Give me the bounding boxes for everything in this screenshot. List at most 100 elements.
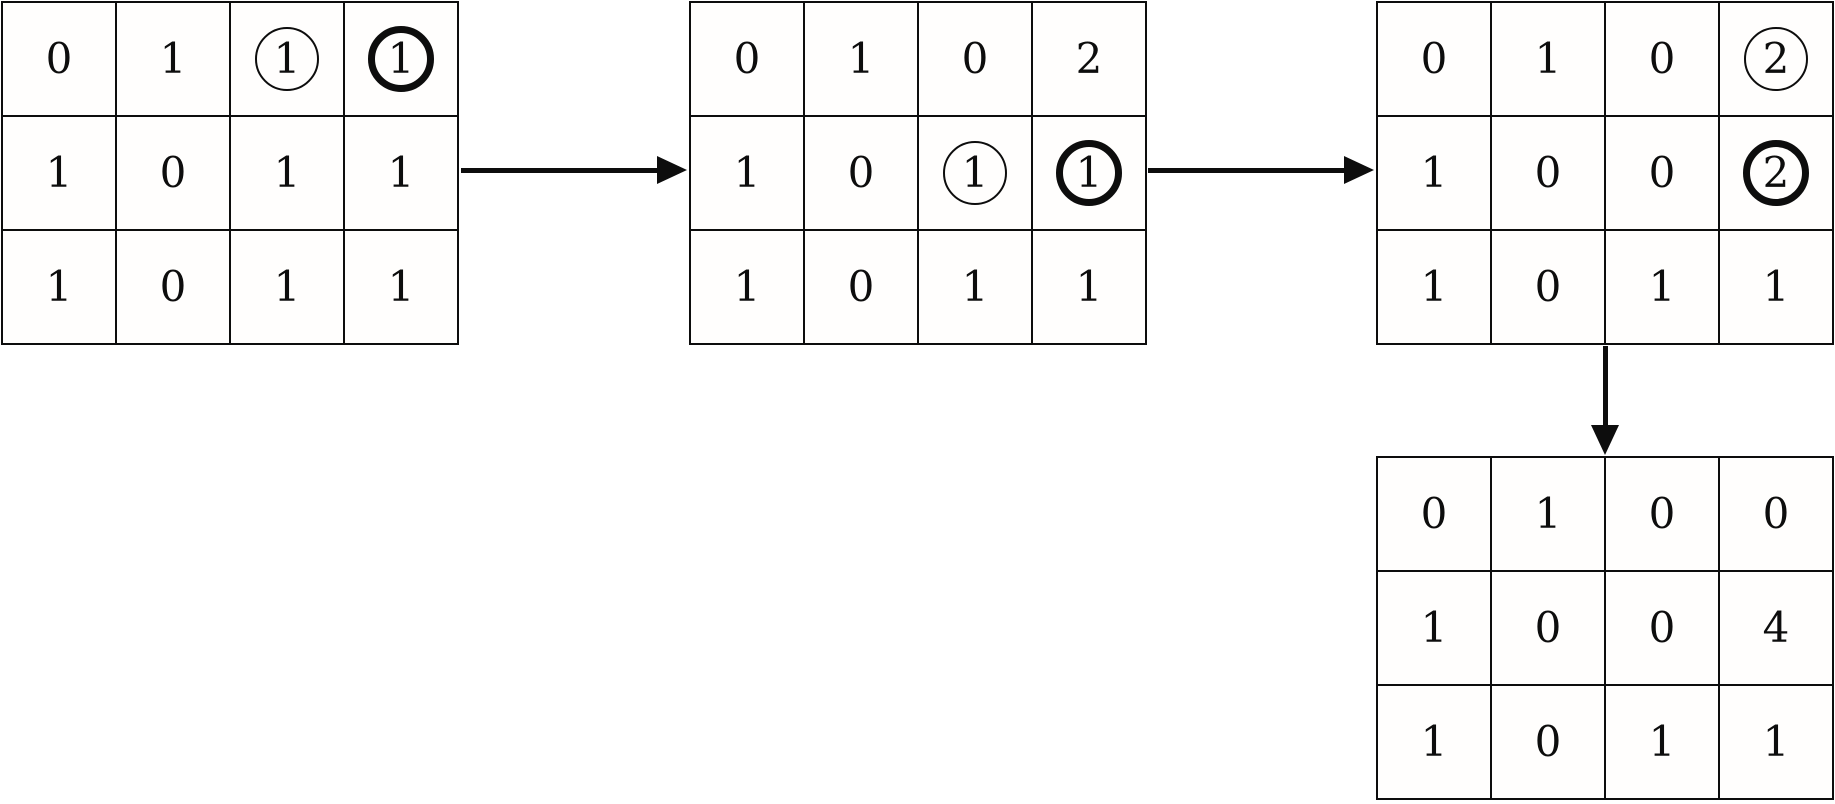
cell-value: 0	[1420, 489, 1448, 538]
cell-value: 1	[1762, 262, 1790, 311]
grid-cell: 2	[1032, 2, 1146, 116]
grid-cell: 1	[1605, 230, 1719, 344]
cell-value: 1	[1762, 717, 1790, 766]
grid-cell: 1	[230, 2, 344, 116]
grid-cell: 1	[116, 2, 230, 116]
arrow-shaft	[1148, 167, 1344, 173]
grid-cell: 1	[1377, 571, 1491, 685]
grid-cell: 0	[804, 116, 918, 230]
cell-value-bold-circle-marker: 2	[1743, 140, 1809, 206]
grid-cell: 0	[116, 116, 230, 230]
cell-value: 0	[1534, 148, 1562, 197]
grid-cell: 1	[2, 116, 116, 230]
grid-cell: 1	[918, 230, 1032, 344]
grid-cell: 0	[116, 230, 230, 344]
cell-value: 1	[45, 148, 73, 197]
grid-cell: 2	[1719, 116, 1833, 230]
grid-cell: 0	[918, 2, 1032, 116]
cell-value: 1	[387, 148, 415, 197]
grid-cell: 0	[1491, 571, 1605, 685]
cell-value: 1	[387, 262, 415, 311]
cell-value-bold-circle-marker: 1	[368, 26, 434, 92]
cell-value: 1	[1420, 262, 1448, 311]
cell-value: 1	[1534, 34, 1562, 83]
grid-cell: 1	[804, 2, 918, 116]
cell-value: 1	[273, 262, 301, 311]
grid-cell: 0	[804, 230, 918, 344]
cell-value: 0	[733, 34, 761, 83]
grid-cell: 0	[1605, 2, 1719, 116]
grid-cell: 1	[1377, 230, 1491, 344]
cell-value: 1	[847, 34, 875, 83]
cell-value: 1	[159, 34, 187, 83]
cell-value: 1	[733, 262, 761, 311]
grid-cell: 1	[690, 230, 804, 344]
cell-value: 0	[1648, 34, 1676, 83]
grid-cell: 1	[1032, 230, 1146, 344]
grid-cell: 0	[1605, 116, 1719, 230]
arrow-head-icon	[1591, 425, 1619, 455]
cell-value-thin-circle-marker: 2	[1744, 27, 1808, 91]
arrow-head-icon	[657, 156, 687, 184]
grid-cell: 1	[1605, 685, 1719, 799]
cell-value: 0	[847, 148, 875, 197]
grid-cell: 0	[1605, 571, 1719, 685]
arrow-shaft	[1602, 346, 1608, 425]
arrow-down-step3-to-step4	[1590, 346, 1620, 455]
grid-cell: 1	[918, 116, 1032, 230]
grid-cell: 1	[1032, 116, 1146, 230]
grid-cell: 1	[344, 230, 458, 344]
grid-cell: 0	[1377, 457, 1491, 571]
cell-value: 0	[1648, 603, 1676, 652]
grid-cell: 1	[230, 116, 344, 230]
arrow-right-step1-to-step2	[461, 155, 687, 185]
cell-value: 0	[1648, 489, 1676, 538]
matrix-step-3: 0 1 0 2 1 0 0 2 1 0 1 1	[1376, 1, 1834, 345]
arrow-head-icon	[1344, 156, 1374, 184]
grid-cell: 1	[1491, 2, 1605, 116]
arrow-right-step2-to-step3	[1148, 155, 1374, 185]
cell-value: 1	[733, 148, 761, 197]
cell-value: 1	[273, 148, 301, 197]
cell-value: 1	[1534, 489, 1562, 538]
arrow-shaft	[461, 167, 657, 173]
cell-value-bold-circle-marker: 1	[1056, 140, 1122, 206]
cell-value: 0	[1762, 489, 1790, 538]
cell-value: 0	[159, 148, 187, 197]
cell-value: 2	[1075, 34, 1103, 83]
grid-cell: 1	[1719, 230, 1833, 344]
cell-value: 0	[961, 34, 989, 83]
cell-value-thin-circle-marker: 1	[943, 141, 1007, 205]
grid-cell: 1	[1719, 685, 1833, 799]
grid-cell: 2	[1719, 2, 1833, 116]
grid-cell: 1	[690, 116, 804, 230]
grid-cell: 1	[230, 230, 344, 344]
cell-value: 0	[847, 262, 875, 311]
cell-value: 0	[1534, 603, 1562, 652]
cell-value: 0	[45, 34, 73, 83]
grid-cell: 1	[1377, 685, 1491, 799]
grid-cell: 4	[1719, 571, 1833, 685]
cell-value: 1	[1420, 603, 1448, 652]
grid-cell: 1	[344, 2, 458, 116]
cell-value: 0	[1534, 262, 1562, 311]
matrix-step-1: 0 1 1 1 1 0 1 1 1 0 1 1	[1, 1, 459, 345]
cell-value: 1	[1648, 262, 1676, 311]
grid-cell: 0	[1605, 457, 1719, 571]
cell-value: 1	[1648, 717, 1676, 766]
grid-cell: 0	[1719, 457, 1833, 571]
cell-value: 1	[1420, 717, 1448, 766]
cell-value: 1	[1075, 262, 1103, 311]
cell-value: 0	[1420, 34, 1448, 83]
grid-cell: 0	[1491, 230, 1605, 344]
grid-cell: 0	[1377, 2, 1491, 116]
cell-value: 1	[45, 262, 73, 311]
cell-value: 1	[961, 262, 989, 311]
cell-value: 1	[1420, 148, 1448, 197]
cell-value: 0	[1648, 148, 1676, 197]
grid-cell: 1	[1377, 116, 1491, 230]
grid-cell: 0	[1491, 116, 1605, 230]
grid-cell: 0	[1491, 685, 1605, 799]
grid-cell: 0	[2, 2, 116, 116]
